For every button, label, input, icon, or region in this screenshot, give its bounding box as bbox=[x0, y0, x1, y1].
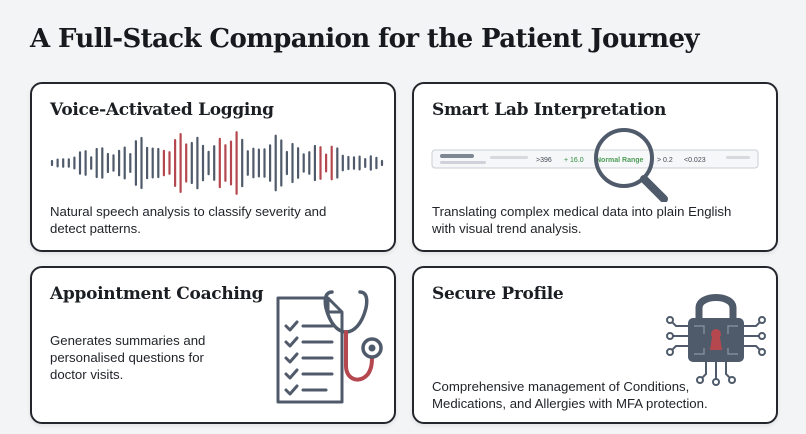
lab-value: + 16.0 bbox=[564, 157, 584, 164]
checklist-stethoscope-icon bbox=[276, 290, 383, 404]
checklist-icon bbox=[276, 296, 344, 404]
card-description: Translating complex medical data into pl… bbox=[432, 203, 731, 237]
page-title: A Full-Stack Companion for the Patient J… bbox=[30, 24, 700, 54]
circuit-lock-icon bbox=[666, 294, 766, 386]
description-line: Generates summaries and bbox=[50, 333, 206, 348]
stethoscope-icon bbox=[323, 290, 383, 382]
card-title: Voice-Activated Logging bbox=[50, 100, 274, 120]
keyhole-icon bbox=[710, 329, 722, 350]
card-title: Appointment Coaching bbox=[50, 284, 264, 304]
card-secure-profile: Secure Profile Comp bbox=[412, 266, 778, 424]
lab-value: > 0.2 bbox=[657, 157, 673, 164]
card-voice-logging: Voice-Activated Logging Natural speech a… bbox=[30, 82, 396, 252]
lab-value: >396 bbox=[536, 157, 552, 164]
normal-range-label: Normal Range bbox=[596, 157, 644, 164]
description-line: personalised questions for bbox=[50, 350, 204, 365]
card-title: Secure Profile bbox=[432, 284, 564, 304]
description-line: detect patterns. bbox=[50, 221, 141, 236]
magnifier-icon bbox=[594, 128, 668, 202]
card-description: Comprehensive management of Conditions, … bbox=[432, 378, 708, 412]
card-description: Natural speech analysis to classify seve… bbox=[50, 203, 326, 237]
lab-report-strip: >396 + 16.0 Normal Range > 0.2 <0.023 bbox=[431, 128, 759, 202]
description-line: Comprehensive management of Conditions, bbox=[432, 379, 690, 394]
description-line: Medications, and Allergies with MFA prot… bbox=[432, 396, 708, 411]
lab-value: <0.023 bbox=[684, 157, 706, 164]
card-appointment-coaching: Appointment Coaching Gen bbox=[30, 266, 396, 424]
description-line: Translating complex medical data into pl… bbox=[432, 204, 732, 219]
description-line: Natural speech analysis to classify seve… bbox=[50, 204, 327, 219]
card-description: Generates summaries and personalised que… bbox=[50, 332, 205, 383]
description-line: with visual trend analysis. bbox=[432, 221, 582, 236]
card-lab-interpretation: Smart Lab Interpretation >396 + 16.0 Nor… bbox=[412, 82, 778, 252]
card-title: Smart Lab Interpretation bbox=[432, 100, 667, 120]
description-line: doctor visits. bbox=[50, 367, 124, 382]
waveform-icon bbox=[50, 131, 384, 195]
